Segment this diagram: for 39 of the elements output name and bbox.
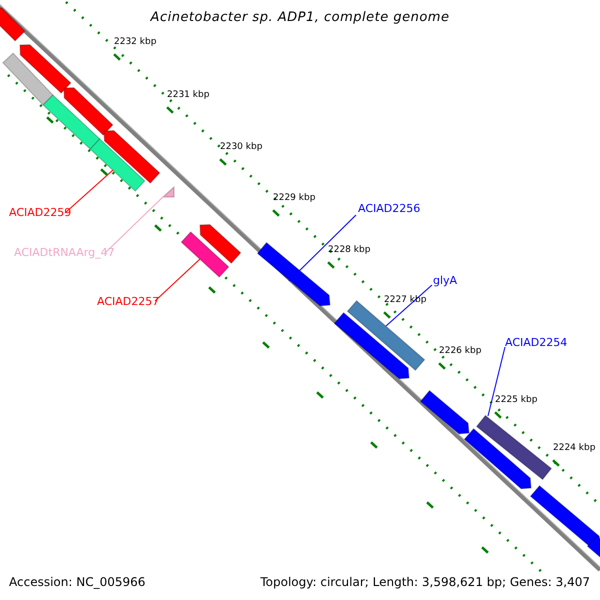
gene-feature xyxy=(199,224,242,264)
gene-feature xyxy=(103,130,160,184)
tick-label: 2232 kbp xyxy=(114,38,156,47)
footer-text: Topology: circular; Length: 3,598,621 bp; Genes: 3,407 xyxy=(260,576,590,588)
gene-label: ACIAD2259 xyxy=(9,207,72,218)
tick-label: 2231 kbp xyxy=(167,91,210,100)
gene-feature xyxy=(180,231,230,278)
gene-label: ACIAD2256 xyxy=(358,203,420,214)
footer-text: Accession: NC_005966 xyxy=(9,576,146,588)
gene-feature xyxy=(64,87,114,136)
tick-label: 2224 kbp xyxy=(553,444,596,453)
gene-feature xyxy=(420,390,470,434)
gene-label: glyA xyxy=(433,275,458,286)
gene-feature xyxy=(0,8,26,42)
gene-label: ACIAD2254 xyxy=(505,337,568,348)
gene-feature xyxy=(586,535,600,560)
leader-line xyxy=(288,214,356,282)
gene-feature xyxy=(42,94,100,150)
gene-feature xyxy=(464,428,532,490)
tick-label: 2226 kbp xyxy=(439,347,482,356)
gene-feature xyxy=(2,52,54,106)
leader-line xyxy=(386,284,432,326)
leader-line xyxy=(154,258,200,302)
tick-label: 2230 kbp xyxy=(220,143,262,152)
diagram-title: Acinetobacter sp. ADP1, complete genome xyxy=(149,11,450,24)
leader-line xyxy=(104,194,166,254)
leader-line xyxy=(64,170,114,214)
gene-feature xyxy=(334,312,410,380)
gene-marker xyxy=(162,186,174,198)
gene-label: ACIADtRNAArg_47 xyxy=(14,247,115,258)
tick-label: 2225 kbp xyxy=(495,396,538,405)
gene-feature xyxy=(90,138,146,192)
gene-feature xyxy=(19,44,72,94)
tick-label: 2229 kbp xyxy=(273,194,316,203)
gene-label: ACIAD2257 xyxy=(97,296,160,307)
gene-feature xyxy=(530,485,600,548)
tick-label: 2228 kbp xyxy=(328,246,370,255)
leader-line xyxy=(488,346,506,416)
gene-feature xyxy=(476,414,552,480)
